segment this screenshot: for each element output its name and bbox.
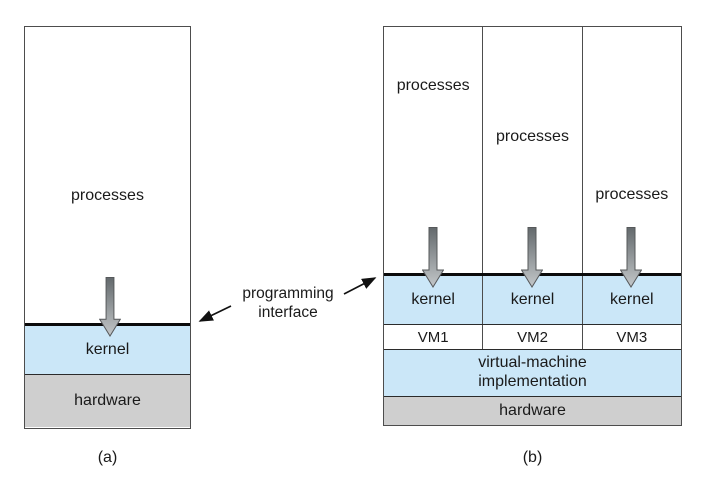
vm1-column: processes	[384, 27, 484, 273]
processes-label: processes	[71, 187, 144, 204]
vm-row: VM1 VM2 VM3	[384, 324, 681, 349]
kernel-label: kernel	[610, 291, 654, 308]
vm1-label: VM1	[417, 328, 449, 346]
kernel-label: kernel	[510, 291, 555, 308]
kernel-label: kernel	[411, 291, 455, 308]
processes-label: processes	[396, 77, 470, 94]
vm-implementation-line2: implementation	[478, 372, 587, 390]
hardware-band: hardware	[384, 395, 681, 425]
vm3-band: VM3	[583, 325, 681, 349]
processes-label: processes	[595, 186, 669, 203]
vm-process-columns: processes processes processes	[384, 27, 681, 273]
vm-implementation-line1: virtual-machine	[478, 354, 587, 372]
programming-interface-line1: programming	[242, 285, 334, 302]
vm3-column: processes	[583, 27, 681, 273]
caption-b: (b)	[522, 449, 543, 466]
kernel-label: kernel	[85, 341, 130, 358]
programming-interface-label: programming interface	[226, 284, 350, 322]
vm1-band: VM1	[384, 325, 484, 349]
diagram-a-box: processes kernel hardware	[24, 26, 191, 429]
vm2-label: VM2	[517, 328, 548, 346]
vm2-band: VM2	[483, 325, 583, 349]
down-arrow-icon	[521, 227, 543, 288]
vm-implementation-band: virtual-machine implementation	[384, 349, 681, 396]
processes-label: processes	[496, 128, 569, 145]
kernel-band: kernel	[583, 276, 681, 324]
hardware-label: hardware	[74, 392, 141, 409]
down-arrow-icon	[422, 227, 444, 288]
caption-a: (a)	[97, 449, 118, 466]
vm3-label: VM3	[616, 328, 648, 346]
down-arrow-icon	[620, 227, 642, 288]
hardware-label: hardware	[499, 401, 566, 419]
programming-interface-line2: interface	[258, 304, 318, 321]
vm2-column: processes	[483, 27, 583, 273]
kernel-band: kernel	[483, 276, 583, 324]
diagram-b-box: processes processes processes kernel ker…	[383, 26, 682, 426]
hardware-band: hardware	[25, 374, 190, 427]
kernel-band: kernel	[384, 276, 484, 324]
down-arrow-icon	[99, 277, 121, 337]
